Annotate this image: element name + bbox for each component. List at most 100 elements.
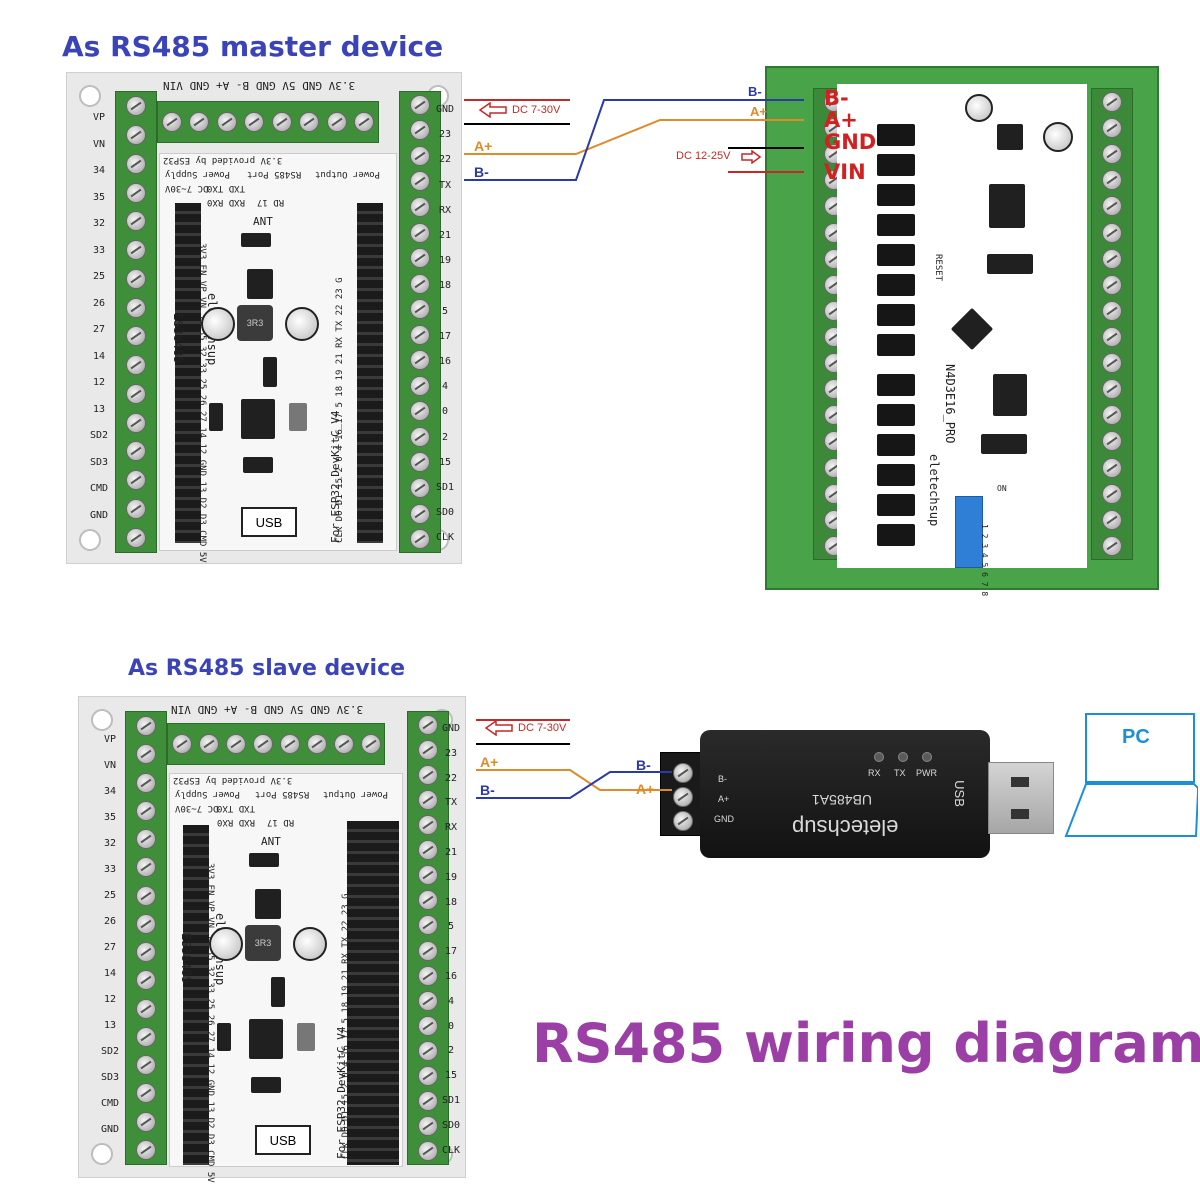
screw-terminal-icon [1102, 222, 1122, 243]
io-module-pcb: RESET N4D3E16_PRO eletechsup ON 1 2 3 4 … [837, 84, 1087, 596]
io-module-n4d3e16: RESET N4D3E16_PRO eletechsup ON 1 2 3 4 … [765, 66, 1159, 596]
screw-terminal-icon [360, 734, 381, 754]
capacitor [965, 94, 993, 122]
pin-gnd-label: GND [714, 814, 734, 824]
led-pwr-label: PWR [916, 768, 937, 778]
laptop-icon [1064, 713, 1198, 837]
right-terminal-block [1091, 88, 1133, 560]
screw-terminal-icon [410, 222, 430, 243]
screw-terminal-icon [418, 814, 438, 835]
pin-header-left [183, 825, 209, 1165]
screw-terminal-icon [1102, 327, 1122, 348]
capacitor-c1 [209, 927, 243, 961]
screw-terminal-icon [410, 452, 430, 473]
screw-terminal-icon [1102, 379, 1122, 400]
top-terminal-block [157, 101, 379, 143]
screw-terminal-icon [673, 787, 693, 807]
capacitor-c4 [285, 307, 319, 341]
screw-terminal-icon [333, 734, 354, 754]
screw-terminal-icon [136, 885, 156, 906]
screw-terminal-icon [1102, 144, 1122, 165]
screw-terminal-icon [126, 527, 146, 548]
pin-header-right-2 [373, 821, 399, 1165]
screw-terminal-icon [410, 401, 430, 422]
master-b-minus-label: B- [474, 164, 489, 180]
screw-terminal-icon [1102, 353, 1122, 374]
screw-terminal-icon [279, 734, 300, 754]
capacitor-c4 [293, 927, 327, 961]
wire-a-plus [464, 119, 804, 155]
screw-terminal-icon [136, 998, 156, 1019]
inductor-l1: 3R3 [245, 925, 281, 961]
wire-b-minus [476, 771, 672, 799]
screw-terminal-icon [418, 789, 438, 810]
master-heading: As RS485 master device [62, 30, 444, 63]
screw-terminal-icon [418, 915, 438, 936]
pin-header-right [347, 821, 373, 1165]
master-a-plus-label: A+ [474, 138, 493, 154]
screw-terminal-icon [410, 120, 430, 141]
screw-terminal-icon [418, 1015, 438, 1036]
screw-terminal-icon [126, 355, 146, 376]
diode-d1 [241, 233, 271, 247]
screw-terminal-icon [418, 1141, 438, 1162]
screw-terminal-icon [136, 744, 156, 765]
arrow-left-icon [478, 102, 507, 118]
term-b-label: B- [824, 86, 849, 110]
screw-terminal-icon [306, 734, 327, 754]
led-tx [898, 752, 908, 762]
screw-terminal-icon [1102, 248, 1122, 269]
screw-terminal-icon [252, 734, 273, 754]
screw-terminal-icon [418, 890, 438, 911]
screw-terminal-icon [673, 811, 693, 831]
screw-terminal-icon [216, 112, 237, 132]
screw-terminal-icon [410, 299, 430, 320]
pc-label: PC [1122, 726, 1150, 748]
screw-terminal-icon [1102, 431, 1122, 452]
usb-port-label: USB [255, 1125, 311, 1155]
led-rx [874, 752, 884, 762]
screw-terminal-icon [410, 94, 430, 115]
screw-terminal-icon [410, 145, 430, 166]
ic-chip [993, 374, 1027, 416]
screw-terminal-icon [1102, 92, 1122, 113]
mount-hole [79, 529, 101, 551]
screw-terminal-icon [673, 763, 693, 783]
optocoupler [877, 464, 915, 486]
screw-terminal-icon [136, 800, 156, 821]
regulator-u5 [255, 889, 281, 919]
diode-d5 [271, 977, 285, 1007]
screw-terminal-icon [198, 734, 219, 754]
screw-terminal-icon [126, 383, 146, 404]
screw-terminal-icon [418, 990, 438, 1011]
screw-terminal-icon [1102, 535, 1122, 556]
screw-terminal-icon [410, 350, 430, 371]
screw-terminal-icon [418, 840, 438, 861]
top-terminal-block [167, 723, 385, 765]
optocoupler [877, 214, 915, 236]
screw-terminal-icon [410, 375, 430, 396]
relay-wire-b-label: B- [748, 84, 762, 99]
led-pwr [922, 752, 932, 762]
wire-a-plus [476, 769, 672, 791]
diode-d2 [297, 1023, 315, 1051]
screw-terminal-icon [136, 857, 156, 878]
screw-terminal-icon [271, 112, 292, 132]
capacitor [1043, 122, 1073, 152]
term-vin-label: VIN [824, 160, 866, 184]
left-terminal-block [115, 91, 157, 553]
slave-a-plus-label: A+ [480, 754, 499, 770]
usb-a-label: A+ [636, 781, 655, 797]
power-chip [997, 124, 1023, 150]
screw-terminal-icon [418, 1066, 438, 1087]
wiring-diagram-title: RS485 wiring diagram [532, 1012, 1200, 1075]
screw-terminal-icon [1102, 457, 1122, 478]
screw-terminal-icon [1102, 483, 1122, 504]
screw-terminal-icon [136, 1139, 156, 1160]
optocoupler [877, 184, 915, 206]
screw-terminal-icon [418, 1116, 438, 1137]
screw-terminal-icon [225, 734, 246, 754]
